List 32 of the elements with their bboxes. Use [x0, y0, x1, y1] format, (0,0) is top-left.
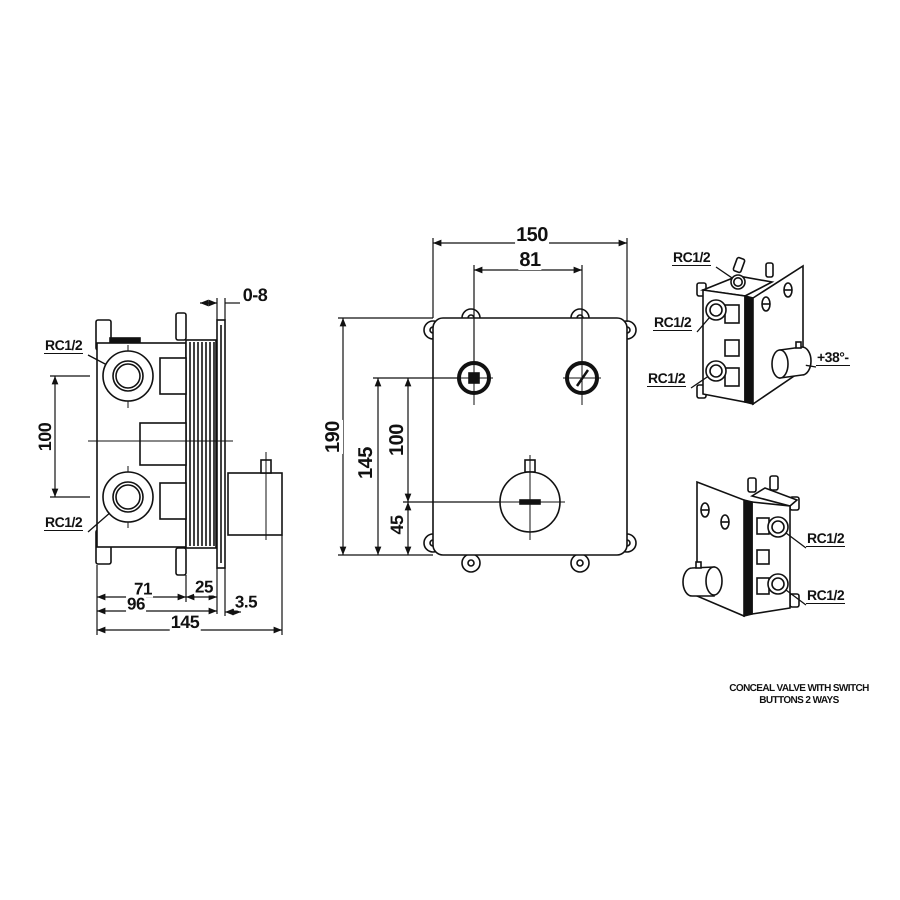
port-label: RC1/2 — [672, 249, 712, 266]
leader-line — [716, 266, 733, 279]
valve-knob — [771, 341, 812, 379]
leader-line — [88, 512, 110, 532]
port-opening — [102, 471, 154, 523]
dimension-label: 96 — [126, 596, 146, 612]
dimension-label: 71 — [133, 580, 153, 598]
dimension-label: 81 — [518, 250, 542, 270]
port-opening — [730, 274, 746, 290]
dimension-label: 150 — [515, 225, 549, 245]
leader-line — [690, 376, 708, 389]
caption: CONCEAL VALVE WITH SWITCH BUTTONS 2 WAYS — [728, 683, 870, 707]
dimension-label: 190 — [323, 420, 343, 454]
port-label: RC1/2 — [653, 314, 692, 331]
port-label: RC1/2 — [44, 514, 84, 531]
leader-line — [786, 589, 806, 606]
dimension-label: 100 — [36, 422, 54, 452]
port-label: RC1/2 — [647, 370, 686, 387]
dimension-label: 3.5 — [234, 594, 258, 610]
dimension-label: 0-8 — [242, 286, 268, 304]
port-label: RC1/2 — [806, 587, 846, 604]
dimension-label: 45 — [388, 514, 406, 536]
leader-line — [696, 317, 710, 332]
dimension-label: 25 — [194, 578, 214, 596]
port-label: RC1/2 — [806, 530, 846, 547]
port-opening — [102, 350, 154, 402]
leader-line — [806, 364, 816, 368]
leader-line — [88, 354, 106, 365]
port-label: RC1/2 — [44, 337, 84, 354]
leader-line — [786, 532, 806, 549]
port-label: +38°- — [816, 349, 850, 366]
dimension-label: 145 — [170, 613, 200, 631]
